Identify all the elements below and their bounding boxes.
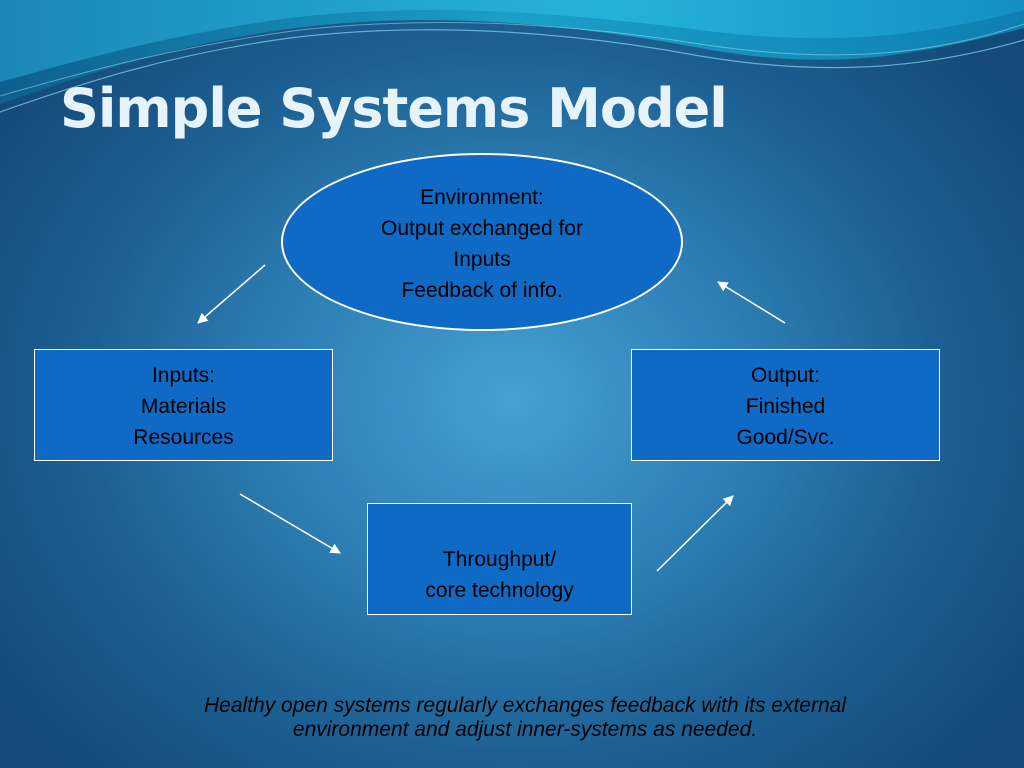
throughput-label: Throughput/ core technology xyxy=(367,544,632,606)
arrow-output-to-environment xyxy=(717,281,786,324)
inputs-line: Inputs: xyxy=(151,364,216,387)
output-line: Output: xyxy=(751,364,820,387)
environment-line: Inputs xyxy=(453,248,511,271)
footer-note: Healthy open systems regularly exchanges… xyxy=(60,694,990,742)
footer-line: Healthy open systems regularly exchanges… xyxy=(204,694,846,717)
throughput-line: core technology xyxy=(425,579,574,602)
inputs-node xyxy=(34,349,333,461)
environment-line: Environment: xyxy=(420,186,544,209)
decorative-wave xyxy=(0,0,1024,113)
environment-line: Output exchanged for xyxy=(381,217,583,240)
inputs-line: Resources xyxy=(133,426,234,449)
throughput-line: Throughput/ xyxy=(442,548,557,571)
output-node xyxy=(631,349,940,461)
arrow-environment-to-inputs xyxy=(197,264,266,324)
slide-title: Simple Systems Model xyxy=(60,77,728,140)
arrow-throughput-to-output xyxy=(656,495,734,572)
arrow-inputs-to-throughput xyxy=(239,493,341,554)
footer-line: environment and adjust inner-systems as … xyxy=(292,718,758,741)
inputs-label: Inputs: Materials Resources xyxy=(34,360,333,453)
environment-label: Environment: Output exchanged for Inputs… xyxy=(281,182,683,306)
environment-node xyxy=(281,153,683,331)
output-line: Good/Svc. xyxy=(736,426,835,449)
environment-line: Feedback of info. xyxy=(401,279,563,302)
throughput-node xyxy=(367,503,632,615)
output-label: Output: Finished Good/Svc. xyxy=(631,360,940,453)
inputs-line: Materials xyxy=(140,395,227,418)
output-line: Finished xyxy=(745,395,826,418)
